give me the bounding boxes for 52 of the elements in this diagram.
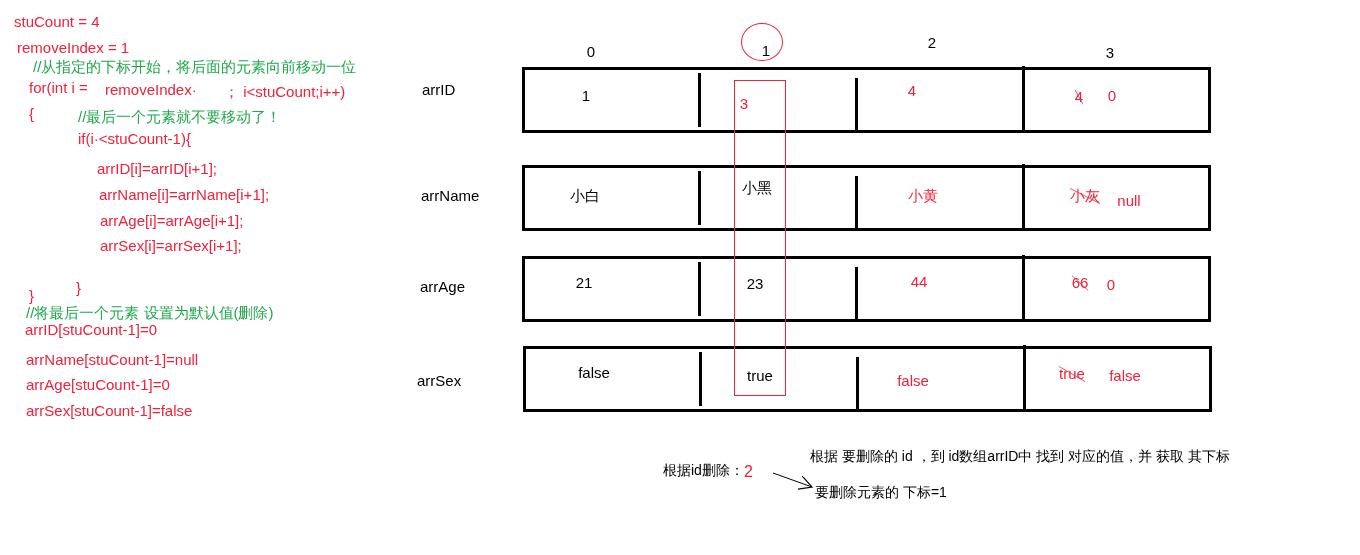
cell-value: true [747,367,773,385]
cell-value: 1 [581,87,591,105]
code-brace: } [76,279,81,297]
index-number: 2 [927,34,937,52]
cell-value: 小黑 [742,179,772,197]
cell-value: null [1117,192,1141,210]
code-line: arrSex[stuCount-1]=false [26,402,193,420]
note-text: 要删除元素的 下标=1 [815,482,965,502]
code-line: arrID[stuCount-1]=0 [25,321,158,339]
cell-value: false [1109,367,1141,385]
note-text: 根据 要删除的 id ，到 id数组arrID中 找到 对应的值，并 获取 其下标 [810,446,1280,466]
code-line: removeIndex = 1 [17,39,130,57]
code-line: arrID[i]=arrID[i+1]; [97,160,218,178]
index-number: 0 [586,43,596,61]
code-brace: } [29,287,34,305]
cell-value: 0 [1106,276,1116,294]
code-comment: //最后一个元素就不要移动了！ [78,108,282,126]
index-number: 3 [1105,44,1115,62]
code-line: arrSex[i]=arrSex[i+1]; [100,237,242,255]
code-comment: //将最后一个元素 设置为默认值(删除) [26,304,274,322]
code-line: if(i·<stuCount-1){ [78,130,191,148]
code-line: arrAge[i]=arrAge[i+1]; [100,212,244,230]
code-line: arrAge[stuCount-1]=0 [26,376,170,394]
struck-value: 4 [1074,88,1084,106]
code-brace: { [29,105,34,123]
index-number: 1 [761,42,771,60]
note-text: 根据id删除： [663,461,744,480]
cell-value: false [578,364,610,382]
code-line: arrName[stuCount-1]=null [26,351,199,369]
array-name-label: arrAge [420,278,466,296]
value-text: 2 [743,462,753,482]
code-line: ； i<stuCount;i++) [224,83,346,101]
array-name-label: arrSex [417,372,462,390]
cell-value: 小白 [570,187,600,205]
struck-value: 66 [1071,274,1089,292]
code-line: arrName[i]=arrName[i+1]; [99,186,270,204]
cell-value: 23 [746,275,764,293]
cell-value: 21 [575,274,593,292]
cell-value: 44 [910,273,928,291]
code-comment: //从指定的下标开始，将后面的元素向前移动一位 [33,58,357,76]
cell-value: 0 [1107,87,1117,105]
arrow [772,472,813,490]
code-line: for(int i = [29,79,88,97]
cell-value: 4 [907,82,917,100]
array-name-label: arrName [421,187,480,205]
code-line: stuCount = 4 [14,13,100,31]
cell-value: false [897,372,929,390]
code-line: removeIndex· [105,81,197,99]
array-name-label: arrID [422,81,456,99]
struck-value: 小灰 [1070,187,1100,205]
cell-value: 小黄 [908,187,938,205]
cell-value: 3 [739,95,749,113]
